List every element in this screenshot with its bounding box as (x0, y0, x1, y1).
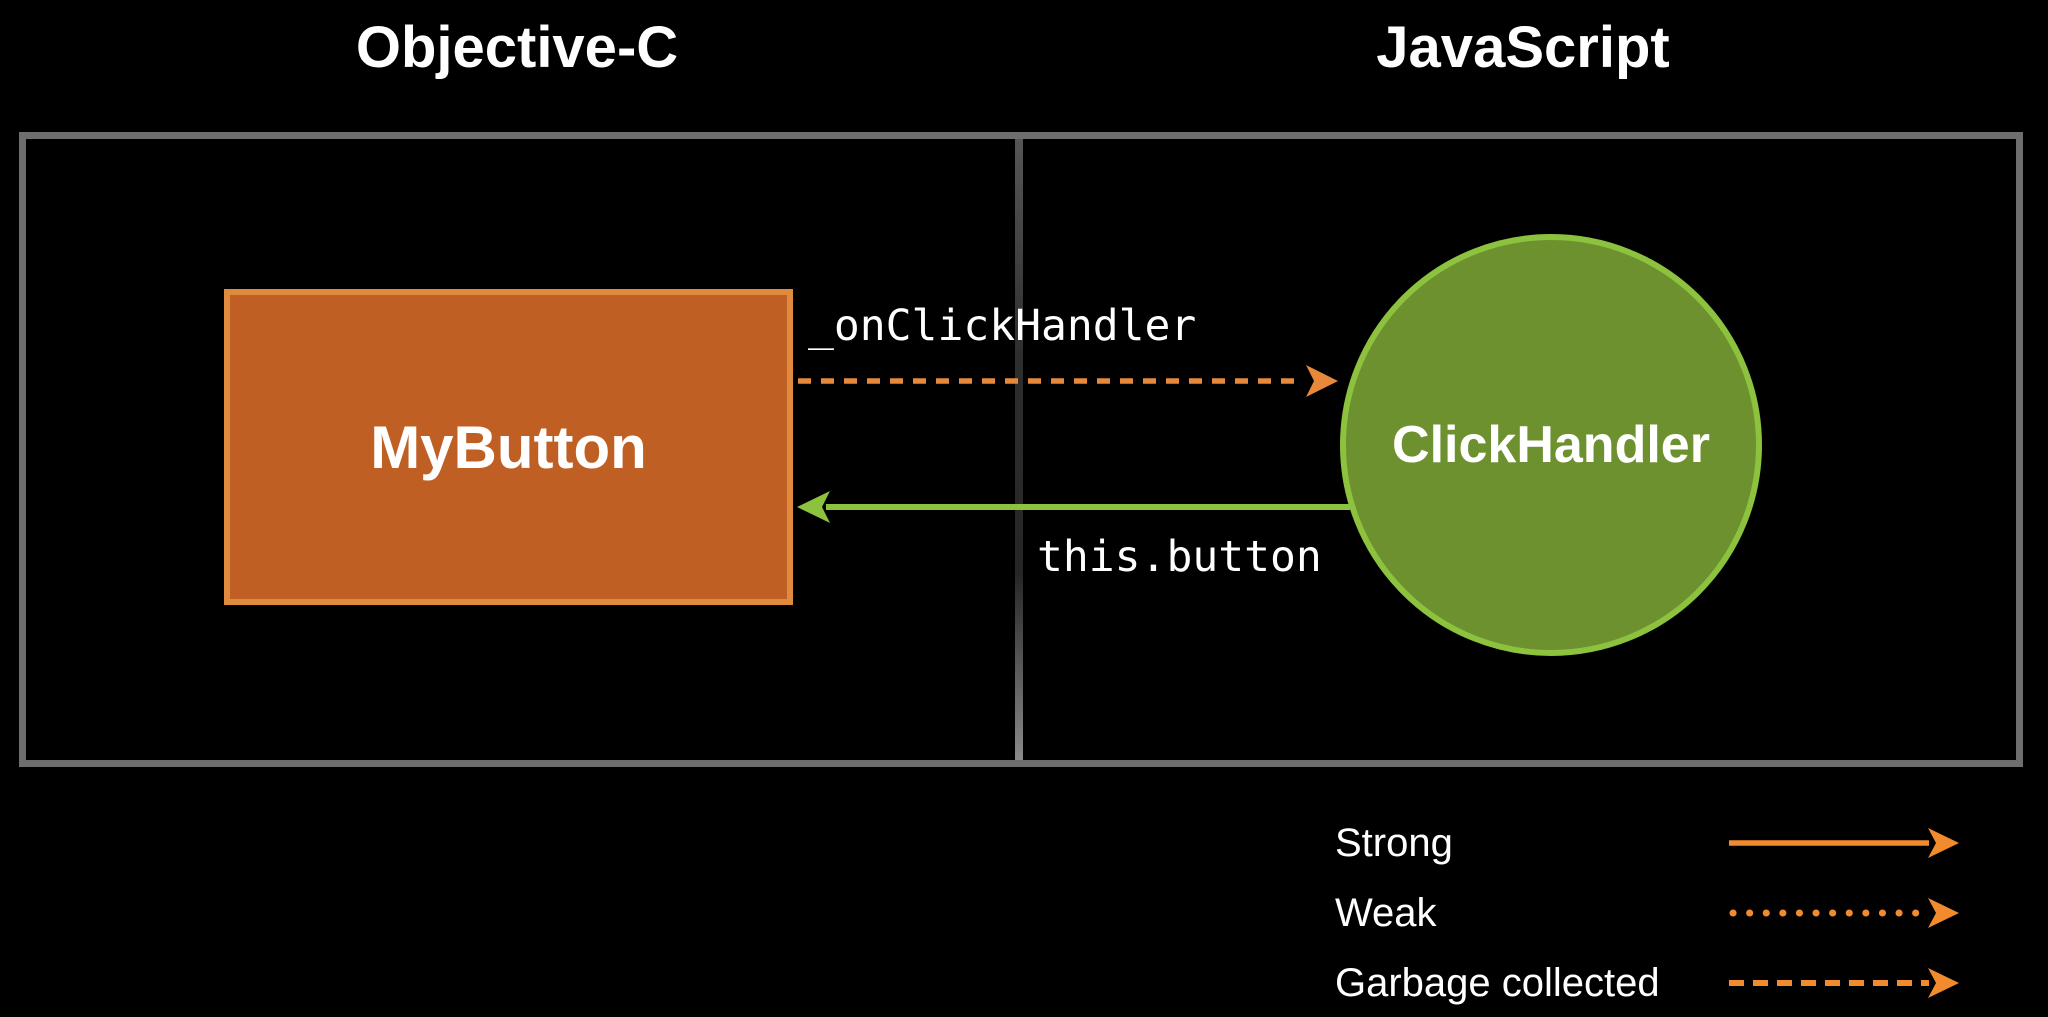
panel-divider (1015, 139, 1023, 760)
strong-solid-arrow-icon (1729, 828, 1959, 858)
title-javascript: JavaScript (1376, 15, 1670, 80)
garbage-collected-dashed-arrow-icon (1729, 968, 1959, 998)
diagram-panel (19, 132, 2023, 767)
legend-label-strong: Strong (1335, 820, 1453, 865)
mybutton-label: MyButton (370, 413, 647, 481)
onclick-edge-label: _onClickHandler (808, 301, 1197, 351)
clickhandler-label: ClickHandler (1392, 416, 1710, 474)
clickhandler-node: ClickHandler (1340, 234, 1762, 656)
title-objective-c: Objective-C (355, 15, 679, 80)
legend-label-weak: Weak (1335, 890, 1437, 935)
mybutton-node: MyButton (224, 289, 793, 605)
button-edge-label: this.button (1037, 532, 1322, 582)
legend-label-garbage-collected: Garbage collected (1335, 960, 1660, 1005)
legend: Strong Weak Garbage collected (1335, 815, 1961, 1011)
legend-row-garbage-collected: Garbage collected (1335, 955, 1961, 1011)
weak-dotted-arrow-icon (1729, 898, 1959, 928)
legend-row-weak: Weak (1335, 885, 1961, 941)
legend-row-strong: Strong (1335, 815, 1961, 871)
